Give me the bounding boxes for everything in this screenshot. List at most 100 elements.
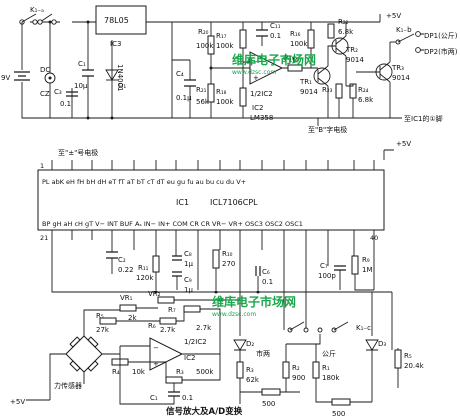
label-c1b: C₁: [150, 394, 158, 402]
label-bottom-pins: BP gH aH cH gT V− INT BUF Aₛ IN− IN+ COM…: [42, 220, 303, 228]
watermark-bottom-text: 维库电子市场网: [212, 294, 296, 309]
resistor-r5: R₅ 27k: [96, 312, 117, 334]
capacitor-c4: C₄ 0.1μ: [172, 59, 196, 118]
label-vr1-val: 2k: [128, 314, 137, 322]
label-c4-val: 0.1μ: [176, 94, 192, 102]
diagram-caption: 信号放大及A/D变换: [166, 406, 243, 417]
capacitor-c9: C₉ 1μ: [172, 271, 193, 294]
label-r2: R₂: [292, 364, 300, 372]
label-c9: C₉: [184, 276, 192, 284]
label-c8-val: 1μ: [184, 260, 193, 268]
label-c1b-val: 0.1: [182, 394, 193, 402]
label-r4: R₄: [112, 368, 120, 376]
label-icl7106: ICL7106CPL: [210, 198, 258, 207]
label-r7: R₇: [168, 306, 176, 314]
regulator-78l05: 78L05 IC3: [95, 5, 173, 118]
label-opamp2-plus: +: [153, 360, 159, 368]
capacitor-c7: C₇ 100p: [318, 262, 346, 280]
label-c2: C₂: [118, 256, 126, 264]
trimpot-vr1: VR₁ 2k: [119, 294, 137, 322]
diode-d1: D₁ 1N4001: [105, 40, 126, 118]
label-r18: R₁₈: [216, 88, 227, 96]
label-r16-val: 100k: [290, 40, 308, 48]
watermark-top-url: www.dzsc.com: [232, 69, 276, 76]
resistor-r6: R₆ 2.7k: [148, 317, 177, 334]
label-r6: R₆: [148, 322, 156, 330]
watermark-top: 维库电子市场网 www.dzsc.com: [232, 52, 316, 76]
diode-d2: D₂: [233, 300, 254, 404]
label-c1: C₁: [78, 60, 86, 68]
label-ic1: IC1: [176, 198, 189, 207]
label-78l05: 78L05: [104, 16, 129, 25]
resistor-r20: R₂₀ 100k: [196, 28, 215, 55]
label-c6-val: 0.1: [262, 278, 273, 286]
label-r1-val: 180k: [322, 374, 340, 382]
label-r3b-val: 62k: [246, 376, 260, 384]
label-r24: R₂₄: [358, 86, 369, 94]
label-r23: R₂₃: [322, 86, 333, 94]
label-c1-val: 10μ: [74, 82, 88, 90]
label-r22-val: 6.8k: [338, 28, 354, 36]
capacitor-c1-bottom: C₁ 0.1: [150, 391, 193, 402]
label-tr1: TR₁: [299, 78, 312, 86]
label-to-display: 至"±"号电极: [58, 148, 98, 157]
label-r3b: R₃: [246, 366, 254, 374]
label-r5-val: 27k: [96, 326, 110, 334]
label-vr2: VR₂: [148, 290, 161, 298]
label-tr3-part: 9014: [392, 74, 410, 82]
pot-500-left: 500: [240, 388, 300, 408]
transistor-tr1: TR₁ 9014: [299, 65, 331, 118]
resistor-r10: R₁₀ 270: [212, 249, 235, 269]
label-r20-val: 100k: [196, 42, 214, 50]
label-r3-val: 500k: [196, 368, 214, 376]
label-r21-val: 56k: [196, 98, 210, 106]
label-ic2: IC2: [252, 104, 263, 112]
label-r3: R₃: [176, 368, 184, 376]
pot-500-right: 500: [285, 378, 372, 417]
transistor-tr3: TR₃ 9014: [356, 42, 410, 118]
label-opamp2-minus: −: [153, 344, 159, 352]
label-opamp-plus: +: [253, 74, 259, 82]
label-lm358: LM358: [250, 114, 273, 122]
label-r11: R₁₁: [138, 264, 149, 272]
label-c11-val: 0.1: [270, 32, 281, 40]
capacitor-c11: C₁₁ 0.1: [256, 22, 281, 46]
label-r20: R₂₀: [198, 28, 209, 36]
label-d1: D₁: [118, 82, 126, 90]
watermark-bottom-url: www.dzsc.com: [212, 311, 256, 318]
label-5v-top: +5V: [386, 12, 401, 20]
capacitor-c1: C₁ 10μ: [74, 22, 94, 118]
label-r10-val: 270: [222, 260, 235, 268]
label-dc: DC: [40, 66, 50, 74]
label-r1: R₁: [322, 364, 330, 372]
label-c7-val: 100p: [318, 272, 336, 280]
label-r5b-val: 20.4k: [404, 362, 425, 370]
label-c8: C₈: [184, 250, 192, 258]
load-cell-bridge: 力传感器: [49, 309, 120, 400]
label-ic1-pin: 至IC1的①脚: [404, 114, 443, 123]
amplifier-section: C₄ 0.1μ R₂₀ 100k R₂₁ 56k R₁₇ 100k R₁₈ 10…: [160, 12, 458, 134]
label-ic3: IC3: [110, 40, 121, 48]
label-ic2-pins: 3 1M: [282, 56, 298, 64]
label-c9-val: 1μ: [184, 286, 193, 294]
label-pin1: 1: [40, 162, 44, 170]
label-opamp-minus: −: [253, 58, 259, 66]
label-5v-mid: +5V: [396, 140, 411, 148]
capacitor-c2: C₂ 0.22: [106, 240, 134, 274]
opamp-ic2: − + 1/2IC2 IC2 LM358 3 1M: [249, 51, 298, 122]
label-ic2b-half: 1/2IC2: [184, 338, 207, 346]
resistor-r3b: R₃ 62k: [236, 361, 260, 384]
resistor-r5b: R₅ 20.4k: [391, 292, 425, 388]
label-5v-bottom: +5V: [10, 398, 25, 406]
label-metric: 公斤: [322, 349, 336, 358]
label-k1c: K₁₋c: [356, 324, 371, 332]
label-r11-val: 120k: [136, 274, 154, 282]
label-sensor: 力传感器: [54, 381, 82, 390]
label-d2: D₂: [246, 340, 254, 348]
label-r16: R₁₆: [290, 30, 301, 38]
resistor-r3: R₃ 500k: [165, 368, 214, 384]
switch-k1b: K₁₋b DP1(公斤) DP2(市两): [390, 26, 458, 56]
label-c6: C₆: [262, 268, 270, 276]
dc-jack-cz: DC CZ: [40, 22, 56, 118]
label-cz: CZ: [40, 90, 50, 98]
